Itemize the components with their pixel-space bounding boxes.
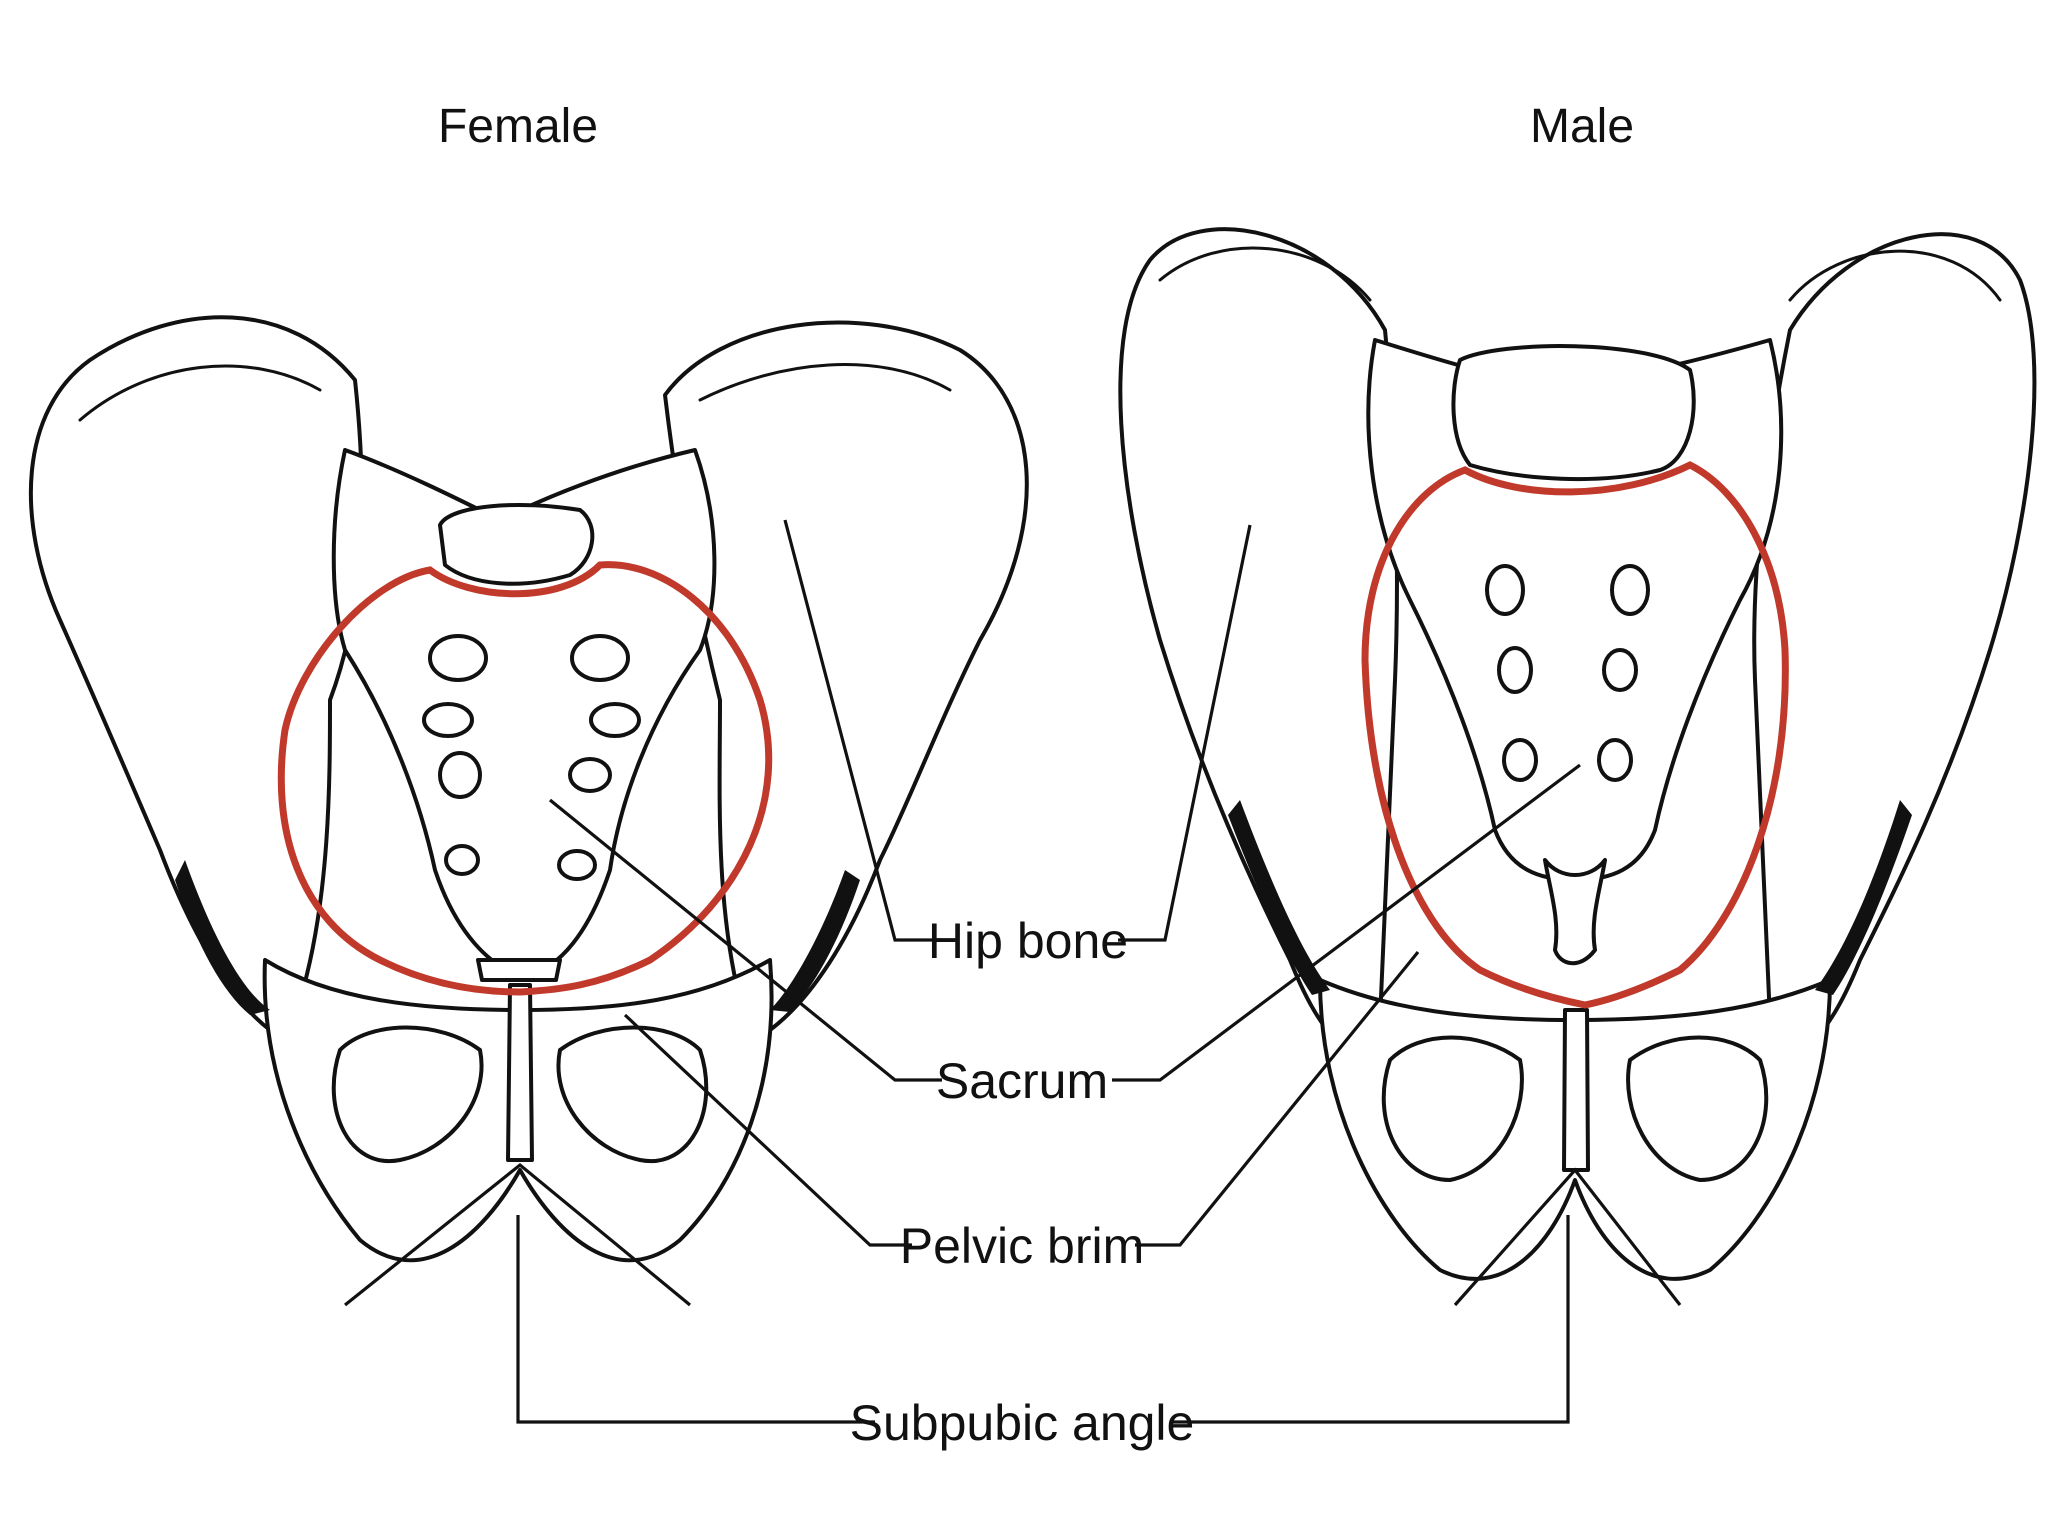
female-sacral-foramen (424, 704, 472, 736)
male-sacral-foramen (1599, 740, 1631, 780)
female-sacral-foramen (572, 636, 628, 680)
female-sacral-promontory (440, 505, 592, 584)
male-pubic-symphysis (1564, 1010, 1588, 1170)
female-sacral-foramen (559, 851, 595, 879)
male-sacral-foramen (1499, 648, 1531, 692)
male-sacral-foramen (1612, 566, 1648, 614)
male-sacral-promontory (1453, 346, 1693, 479)
label-hip-bone: Hip bone (928, 913, 1128, 969)
female-pubic-symphysis (508, 985, 532, 1160)
male-title: Male (1530, 100, 1634, 153)
male-sacral-foramen (1487, 566, 1523, 614)
male-sacral-foramen (1604, 650, 1636, 690)
label-pelvic-brim: Pelvic brim (900, 1218, 1144, 1274)
male-sacral-foramen (1504, 740, 1536, 780)
label-sacrum: Sacrum (936, 1053, 1108, 1109)
male-left-ilium (1120, 229, 1397, 1050)
female-sacral-foramen (440, 753, 480, 797)
male-right-ilium (1754, 234, 2034, 1050)
subpubic-bracket-left (518, 1215, 875, 1422)
female-coccyx (478, 960, 560, 980)
male-pelvis (1120, 229, 2034, 1279)
female-title: Female (438, 100, 598, 153)
female-sacral-foramen (570, 759, 610, 791)
female-sacral-foramen (430, 636, 486, 680)
label-subpubic-angle: Subpubic angle (850, 1395, 1195, 1451)
female-sacral-foramen (446, 846, 478, 874)
female-pelvis (31, 317, 1027, 1260)
female-sacral-foramen (591, 704, 639, 736)
male-coccyx (1545, 860, 1605, 963)
